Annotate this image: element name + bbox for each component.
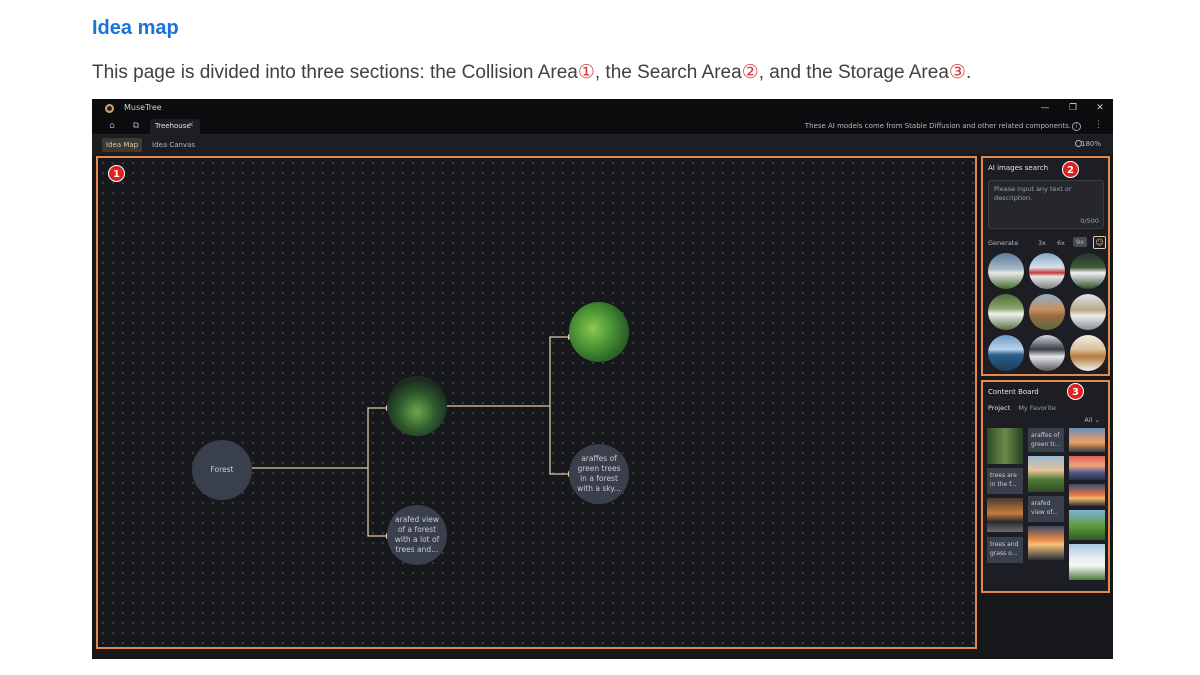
board-tabs: Project My Favorite (988, 404, 1062, 412)
result-thumbnail[interactable] (1029, 335, 1065, 371)
intro-lead: This page is divided into three sections… (92, 62, 578, 83)
board-card-caption[interactable]: arafed view of... (1028, 496, 1064, 522)
tab-my-favorite[interactable]: My Favorite (1018, 404, 1056, 412)
board-card-image[interactable] (1069, 544, 1105, 580)
multiplier-6x[interactable]: 6x (1057, 239, 1065, 247)
minimize-button[interactable]: — (1040, 103, 1050, 113)
tab-close-icon[interactable]: ✕ (188, 121, 194, 129)
badge-storage-area: 3 (1067, 383, 1084, 400)
app-logo-icon (105, 104, 114, 113)
connector-forest-canopy (549, 336, 568, 406)
badge-collision-area: 1 (108, 165, 125, 182)
search-title: AI images search (988, 164, 1049, 172)
connector-root-forest (367, 407, 386, 468)
board-card-image[interactable] (987, 428, 1023, 464)
model-notice: These AI models come from Stable Diffusi… (804, 122, 1071, 130)
storage-area: Content Board 3 Project My Favorite All … (981, 380, 1110, 593)
close-button[interactable]: ✕ (1096, 103, 1104, 113)
connector-forest-caption (549, 406, 568, 475)
board-title: Content Board (988, 388, 1039, 396)
person-icon[interactable]: ☺ (1093, 236, 1106, 249)
doc-intro: This page is divided into three sections… (92, 61, 971, 84)
board-card-image[interactable] (1069, 428, 1105, 452)
restore-button[interactable]: ❐ (1068, 103, 1078, 113)
result-thumbnail[interactable] (988, 294, 1024, 330)
result-thumbnail[interactable] (1070, 335, 1106, 371)
connector-lines (252, 334, 573, 539)
char-counter: 0/500 (1080, 217, 1099, 225)
board-card-caption[interactable]: araffes of green tr... (1028, 428, 1064, 452)
circled-three: ③ (948, 62, 966, 83)
app-screenshot: MuseTree — ❐ ✕ ⌂ ⧉ Treehouse ✕ These AI … (92, 99, 1113, 659)
intro-mid-1: , the Search Area (594, 62, 742, 83)
generate-button[interactable]: Generate (988, 239, 1019, 247)
board-card-image[interactable] (1069, 484, 1105, 506)
circled-two: ② (741, 62, 759, 83)
more-icon[interactable]: ⋮ (1094, 120, 1103, 130)
tab-label: Treehouse (155, 122, 191, 130)
board-card-image[interactable] (1028, 526, 1064, 560)
result-thumbnail[interactable] (1070, 253, 1106, 289)
collision-area[interactable]: 1 Forest arafed view of a forest with a … (96, 156, 977, 649)
result-thumbnail[interactable] (988, 335, 1024, 371)
filter-dropdown[interactable]: All ⌄ (1084, 416, 1100, 424)
result-thumbnail[interactable] (1029, 253, 1065, 289)
connector-root-caption (367, 468, 386, 537)
tab-treehouse[interactable]: Treehouse ✕ (150, 119, 200, 135)
board-card-caption[interactable]: trees and grass o... (987, 537, 1023, 563)
home-icon[interactable]: ⌂ (109, 121, 115, 131)
board-card-image[interactable] (1069, 456, 1105, 480)
intro-mid-2: , and the Storage Area (758, 62, 949, 83)
tab-bar: ⌂ ⧉ Treehouse ✕ These AI models come fro… (92, 118, 1113, 135)
board-card-image[interactable] (987, 498, 1023, 532)
intro-tail: . (965, 62, 972, 83)
app-name: MuseTree (124, 103, 162, 112)
multiplier-9x[interactable]: 9x (1073, 237, 1087, 247)
zoom-icon[interactable] (1075, 140, 1082, 147)
board-card-caption[interactable]: trees are in the f... (987, 468, 1023, 494)
search-placeholder: Please input any text or description. (994, 185, 1072, 202)
node-forest-image[interactable] (387, 376, 447, 436)
multiplier-3x[interactable]: 3x (1038, 239, 1046, 247)
generate-row: Generate 3x 6x 9x ☺ (988, 236, 1106, 250)
tab-idea-map[interactable]: Idea Map (102, 138, 143, 152)
zoom-level: 180% (1080, 140, 1101, 148)
search-input[interactable]: Please input any text or description. 0/… (988, 180, 1104, 229)
result-thumbnail[interactable] (1070, 294, 1106, 330)
view-bar: Idea Map Idea Canvas 180% (92, 135, 1113, 154)
tab-project[interactable]: Project (988, 404, 1011, 412)
doc-heading: Idea map (92, 17, 179, 39)
info-icon[interactable]: i (1072, 122, 1081, 131)
node-canopy-image[interactable] (569, 302, 629, 362)
search-area: AI images search 2 Please input any text… (981, 156, 1110, 376)
board-card-image[interactable] (1069, 510, 1105, 540)
badge-search-area: 2 (1062, 161, 1079, 178)
result-thumbnail[interactable] (1029, 294, 1065, 330)
node-forest-caption[interactable]: arafed view of a forest with a lot of tr… (387, 505, 447, 565)
node-forest[interactable]: Forest (192, 440, 252, 500)
book-icon[interactable]: ⧉ (132, 121, 140, 131)
result-thumbnail[interactable] (988, 253, 1024, 289)
node-canopy-caption[interactable]: araffes of green trees in a forest with … (569, 444, 629, 504)
title-bar: MuseTree — ❐ ✕ (92, 99, 1113, 118)
tab-idea-canvas[interactable]: Idea Canvas (152, 141, 196, 149)
board-card-image[interactable] (1028, 456, 1064, 492)
circled-one: ① (577, 62, 595, 83)
